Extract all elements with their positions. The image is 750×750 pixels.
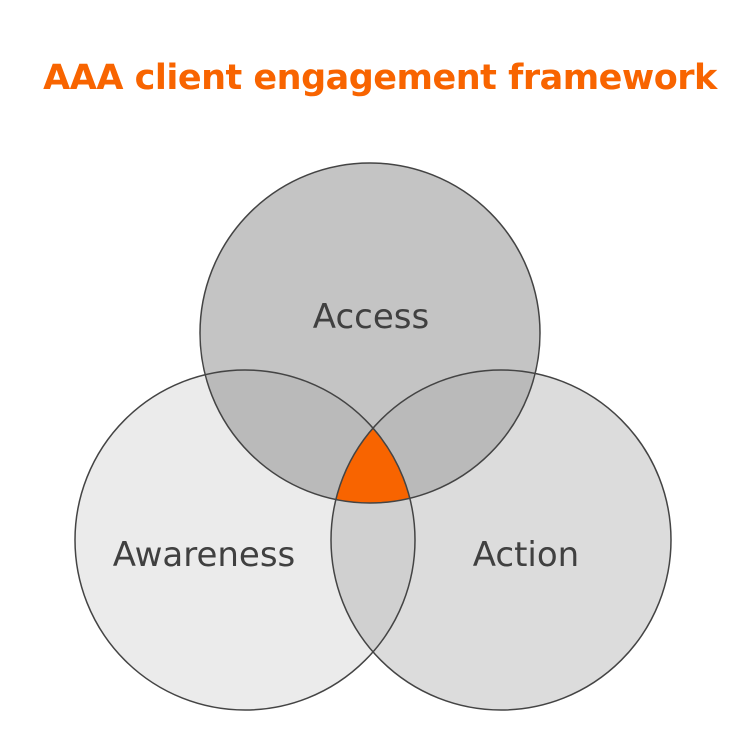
access-awareness-overlap <box>200 370 415 503</box>
diagram-title: AAA client engagement framework <box>43 58 717 98</box>
access-label: Access <box>313 297 429 337</box>
awareness-label: Awareness <box>113 535 296 575</box>
action-label: Action <box>473 535 579 575</box>
access-action-overlap <box>331 370 540 503</box>
